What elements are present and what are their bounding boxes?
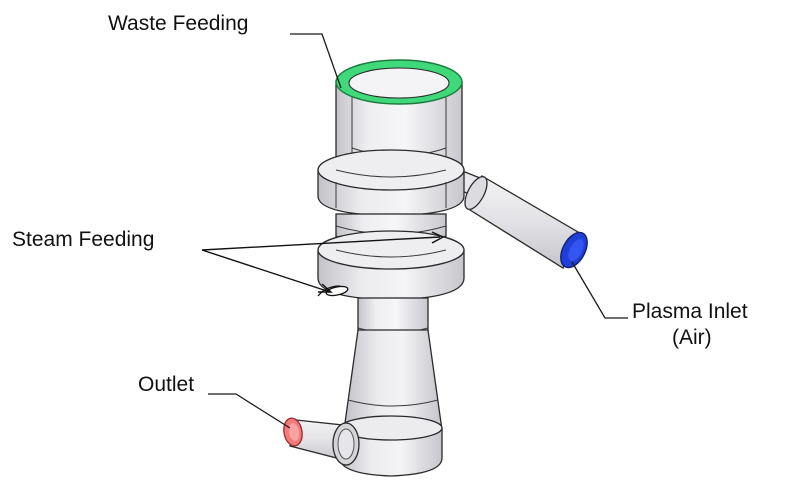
lower-neck — [357, 297, 429, 335]
waste-feeding-opening — [348, 67, 450, 99]
outlet-pipe — [283, 417, 360, 466]
plasma-inlet-leader — [571, 261, 628, 319]
outlet-leader — [208, 393, 291, 429]
plasma-inlet-pipe — [454, 167, 588, 269]
lower-flange — [317, 230, 465, 301]
steam-feeding-arrows — [201, 231, 445, 293]
steam-feeding-nozzle — [317, 285, 349, 297]
plasma-inlet-air-label: (Air) — [672, 326, 712, 349]
cone-section — [343, 329, 443, 431]
plasma-inlet-back-end — [464, 176, 488, 210]
waste-feeding-leader — [290, 33, 342, 89]
steam-feeding-label: Steam Feeding — [12, 228, 154, 251]
plasma-inlet-label: Plasma Inlet — [632, 300, 748, 323]
waste-feeding-label: Waste Feeding — [108, 12, 248, 35]
upper-flange — [317, 149, 465, 217]
plasma-inlet-port-inner — [568, 239, 584, 261]
outlet-label: Outlet — [138, 373, 194, 396]
